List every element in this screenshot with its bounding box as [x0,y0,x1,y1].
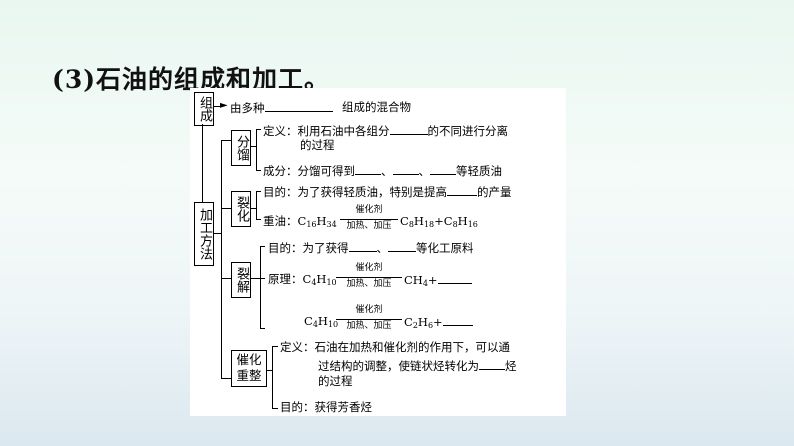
pyrolysis-sep: 、 [376,241,389,255]
blank-pyrolysis-product-2 [388,240,416,252]
distill-def-a: 定义：利用石油中各组分 [263,124,390,138]
blank-reforming-product [479,358,505,370]
blank-composition [264,100,333,112]
box-processing-methods: 加工方法 [194,202,214,266]
pyrolysis-condition-top-2: 催化剂 [355,305,383,315]
concept-map-panel: 组成 ► 由多种 组成的混合物 加工方法 分馏 定义：利用石油中各组分 的不同进行… [190,88,566,416]
box-fractional-distillation: 分馏 [231,130,251,166]
distill-def-c: 的过程 [300,138,335,152]
distill-comp-b: 等轻质油 [456,164,502,178]
composition-text-b: 组成的混合物 [342,100,411,114]
pyrolysis-equation-1-product: CH4+ [404,272,472,291]
pyrolysis-condition-top-1: 催化剂 [355,263,383,273]
box-cracking: 裂化 [231,191,251,227]
distill-sep-2: 、 [418,164,431,178]
crack-condition-bottom: 加热、加压 [346,221,392,231]
reforming-def-c: 烃 [505,359,517,373]
pyrolysis-equation-2-reactant: C4H10 [304,314,339,329]
crack-condition-top: 催化剂 [355,205,383,215]
blank-crack-product [447,184,477,196]
pyrolysis-reaction-arrow-2 [336,319,402,320]
pyrolysis-purpose-a: 目的：为了获得 [268,241,349,255]
composition-text-a: 由多种 [230,101,265,115]
blank-pyrolysis-product-1 [348,240,377,252]
box-pyrolysis: 裂解 [231,262,251,298]
reforming-def-b: 过结构的调整，使链状烃转化为 [318,359,479,373]
crack-equation: 重油：C16H34 [263,214,337,229]
pyrolysis-condition-bottom-2: 加热、加压 [346,321,392,331]
reforming-purpose: 目的：获得芳香烃 [280,400,372,414]
pyrolysis-condition-bottom-1: 加热、加压 [346,279,392,289]
blank-distill-product-2 [392,163,419,175]
blank-distill-property [389,123,428,135]
reforming-def-d: 的过程 [318,374,353,388]
blank-distill-product-1 [355,163,381,175]
pyrolysis-equation-2-product: C2H6+ [404,314,473,333]
reforming-def-a: 定义：石油在加热和催化剂的作用下，可以通 [280,340,510,354]
distill-sep-1: 、 [381,164,393,178]
blank-pyrolysis-eq-2 [442,314,473,326]
crack-purpose-a: 目的：为了获得轻质油，特别是提高 [263,185,447,199]
box-composition: 组成 [194,92,214,126]
box-catalytic-reforming: 催化重整 [231,350,267,387]
pyrolysis-reaction-arrow-1 [336,277,402,278]
blank-distill-product-3 [430,163,456,175]
distill-comp-a: 成分：分馏可得到 [263,164,355,178]
crack-purpose-b: 的产量 [477,185,512,199]
pyrolysis-equation-1-reactant: 原理：C4H10 [268,272,337,287]
crack-products: C8H18+C8H16 [400,214,478,229]
crack-reaction-arrow [340,219,398,220]
crack-heavy-label: 重油： [263,214,298,228]
composition-arrow: ► [220,100,228,111]
pyrolysis-principle: 原理： [268,272,303,286]
distill-def-b: 的不同进行分离 [427,124,509,138]
blank-pyrolysis-eq-1 [437,272,472,284]
pyrolysis-purpose-b: 等化工原料 [416,241,474,255]
